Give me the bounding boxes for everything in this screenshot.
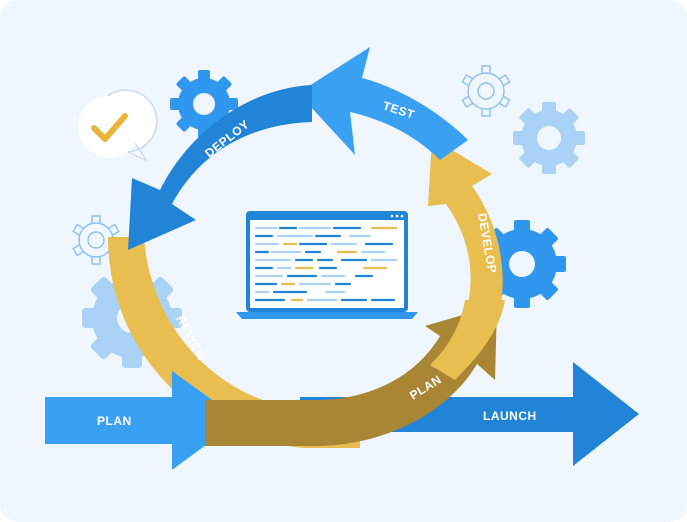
deploy-arc [128,85,312,250]
launch-label: LAUNCH [483,409,537,423]
test-arc [298,47,468,160]
gear-icon [478,220,566,308]
launch-arrow [300,362,639,466]
plan-input-label: PLAN [97,414,132,428]
plan-cycle-arc [205,305,497,446]
develop-arc-body [430,300,505,380]
laptop-code-icon [236,211,418,319]
gear-icon [170,70,238,138]
gear-icon [513,102,585,174]
develop-arc [428,138,503,310]
plan-input-arrow [45,371,240,470]
checkmark-bubble-icon [78,89,158,162]
gear-icon [461,65,511,117]
